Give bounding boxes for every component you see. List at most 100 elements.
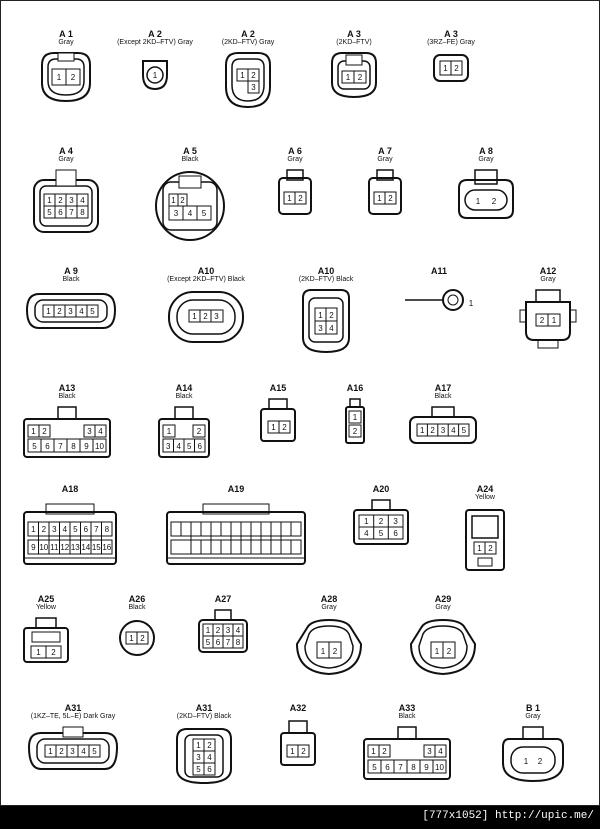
connector-a18-drawing: 1 2 3 4 5 6 7 8 9 10 11 12 13 14 15 16 (23, 503, 117, 565)
pin-label: 1 (271, 423, 276, 432)
connector-a31-2kd-drawing: 1 2 3 4 5 6 (176, 728, 232, 785)
pin-label: 22 (252, 535, 260, 542)
pin-label: 3 (69, 196, 74, 205)
connector-a1: A 1 Gray 1 2 (23, 29, 109, 105)
connector-a12: A12 Gray 2 1 (507, 266, 589, 352)
pin-label: 13 (292, 517, 300, 524)
connector-a16: A16 1 2 (333, 383, 377, 447)
pin-label: 10 (262, 517, 270, 524)
pin-label: 8 (71, 442, 76, 451)
connector-note: (2KD–FTV) (336, 39, 372, 46)
connector-id: A 1 (59, 29, 73, 39)
pin-label: 2 (540, 316, 545, 325)
connector-note: (2KD–FTV) Black (298, 276, 354, 283)
connector-id: A15 (269, 383, 287, 393)
connector-note: Black (62, 276, 80, 283)
pin-label: 1 (346, 73, 351, 82)
pin-label: 6 (45, 442, 50, 451)
pin-label: 4 (176, 442, 181, 451)
pin-label: 4 (438, 747, 443, 756)
pin-label: 3 (52, 525, 57, 534)
pin-label: 1 (477, 544, 482, 553)
pin-label: 4 (80, 196, 85, 205)
connector-note: Black (58, 393, 76, 400)
pin-label: 3 (174, 209, 179, 218)
pin-label: 5 (202, 209, 207, 218)
connector-a31-1kz-drawing: 1 2 3 4 5 (27, 726, 119, 770)
connector-a27: A27 1 2 3 4 5 6 7 8 (191, 594, 255, 656)
connector-a5: A 5 Black 1 2 3 4 5 (147, 146, 233, 242)
pin-label: 11 (50, 543, 59, 552)
connector-a20: A20 1 2 3 4 5 6 (341, 484, 421, 548)
connector-a31-1kz: A31 (1KZ–TE, 5L–E) Dark Gray 1 2 3 4 5 (15, 703, 131, 775)
connector-note: Gray (478, 156, 494, 163)
connector-a6-drawing: 1 2 (278, 169, 312, 215)
pin-label: 5 (187, 442, 192, 451)
connector-id: A 8 (479, 146, 493, 156)
pin-label: 8 (244, 517, 248, 524)
connector-a12-drawing: 2 1 (519, 289, 577, 349)
pin-label: 9 (424, 763, 429, 772)
pin-label: 7 (398, 763, 403, 772)
pin-label: 1 (36, 648, 41, 657)
connector-note: Black (181, 156, 199, 163)
connector-a26: A26 Black 1 2 (109, 594, 165, 658)
connector-note: Gray (525, 713, 541, 720)
pin-label: 1 (31, 525, 36, 534)
pin-label: 3 (226, 626, 231, 635)
pin-label: 1 (174, 517, 178, 524)
pin-label: 3 (441, 426, 446, 435)
pin-label: 1 (469, 299, 474, 308)
connector-id: A13 (58, 383, 76, 393)
connector-id: A18 (61, 484, 79, 494)
pin-label: 5 (462, 426, 467, 435)
pin-label: 1 (192, 312, 197, 321)
connector-a8-drawing: 1 2 (458, 169, 514, 219)
pin-label: 15 (92, 543, 101, 552)
connector-a2-2kd-drawing: 1 2 3 (225, 52, 271, 109)
pin-label: 7 (226, 638, 231, 647)
connector-a15: A15 1 2 (253, 383, 303, 445)
connector-id: A32 (289, 703, 307, 713)
pin-label: 13 (71, 543, 80, 552)
connector-id: A 7 (378, 146, 392, 156)
pin-label: 4 (63, 525, 68, 534)
pin-label: 1 (153, 71, 158, 80)
pin-label: 3 (196, 753, 201, 762)
pin-label: 2 (42, 427, 47, 436)
pin-label: 4 (81, 747, 86, 756)
connector-note: Black (175, 393, 193, 400)
pin-label: 7 (94, 525, 99, 534)
connector-a5-drawing: 1 2 3 4 5 (155, 171, 225, 241)
pin-label: 6 (393, 529, 398, 538)
pin-label: 2 (58, 196, 63, 205)
pin-label: 14 (81, 543, 90, 552)
pin-label: 8 (80, 208, 85, 217)
pin-label: 5 (73, 525, 78, 534)
connector-a27-drawing: 1 2 3 4 5 6 7 8 (198, 609, 248, 653)
pin-label: 1 (206, 626, 211, 635)
connector-a14-drawing: 1 2 3 4 5 6 (158, 406, 210, 458)
pin-label: 2 (203, 312, 208, 321)
pin-label: 26 (292, 535, 300, 542)
connector-note: Gray (321, 604, 337, 611)
connector-a3-2kd-drawing: 1 2 (331, 52, 377, 99)
pin-label: 3 (427, 747, 432, 756)
connector-note: (1KZ–TE, 5L–E) Dark Gray (30, 713, 116, 720)
pin-label: 4 (364, 529, 369, 538)
connector-note: (2KD–FTV) Gray (221, 39, 275, 46)
connector-id: A17 (434, 383, 452, 393)
pin-label: 2 (42, 525, 47, 534)
pin-label: 21 (242, 535, 250, 542)
pin-label: 6 (84, 525, 89, 534)
connector-a11: A11 1 (397, 266, 481, 318)
connector-note: Yellow (36, 604, 56, 611)
pin-label: 3 (70, 747, 75, 756)
pin-label: 2 (180, 196, 185, 205)
connector-id: A19 (227, 484, 245, 494)
pin-label: 2 (388, 194, 393, 203)
pin-label: 2 (140, 634, 145, 643)
pin-label: 9 (254, 517, 258, 524)
connector-a11-drawing: 1 (405, 289, 474, 311)
connector-id: B 1 (525, 703, 540, 713)
